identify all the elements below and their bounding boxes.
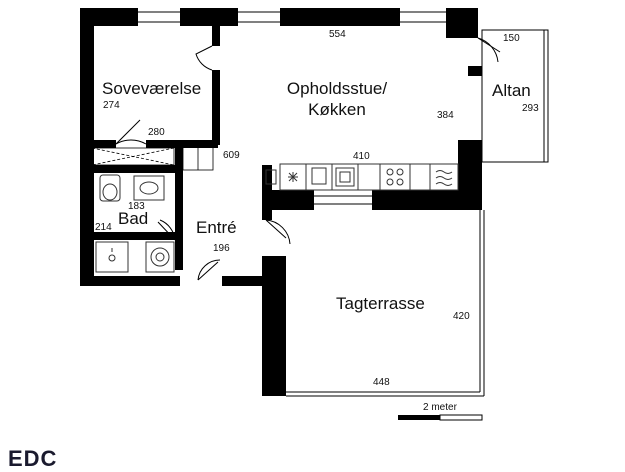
bath-fixtures <box>95 174 175 273</box>
room-name-opholdsstue-line1: Opholdsstue/ <box>286 79 388 98</box>
dim-tagterrasse: 420 <box>453 311 470 322</box>
scale-label: 2 meter <box>423 402 457 413</box>
windows <box>138 11 446 205</box>
scale-bar <box>398 414 483 421</box>
dim-terrace-width: 448 <box>373 377 390 388</box>
altan-outline <box>481 29 549 163</box>
room-name-bad: Bad <box>118 209 149 228</box>
dim-bad: 214 <box>95 222 112 233</box>
walls <box>80 8 482 396</box>
floor-plan <box>80 8 549 421</box>
dim-bedroom-width: 280 <box>148 127 165 138</box>
kitchen-counter <box>265 163 459 191</box>
tagterrasse-outline <box>286 210 485 397</box>
dim-hall-length: 609 <box>223 150 240 161</box>
dim-soveraerelse: 274 <box>103 100 120 111</box>
doors <box>115 37 501 281</box>
dim-altan-width: 150 <box>503 33 520 44</box>
room-name-entre: Entré <box>196 218 237 237</box>
room-name-opholdsstue-line2: Køkken <box>308 100 366 119</box>
room-name-altan: Altan <box>492 81 531 100</box>
dim-top-width: 554 <box>329 29 346 40</box>
dim-entre: 196 <box>213 243 230 254</box>
brand-logo: EDC <box>8 446 58 471</box>
dim-kitchen-width: 410 <box>353 151 370 162</box>
wardrobe <box>91 144 214 171</box>
room-name-tagterrasse: Tagterrasse <box>336 294 425 313</box>
dim-altan: 293 <box>522 103 539 114</box>
room-name-soveraerelse: Soveværelse <box>102 79 202 98</box>
dim-bath-width: 183 <box>128 201 145 212</box>
room-name-opholdsstue: Opholdsstue/ Køkken <box>272 78 402 120</box>
dim-opholdsstue: 384 <box>437 110 454 121</box>
